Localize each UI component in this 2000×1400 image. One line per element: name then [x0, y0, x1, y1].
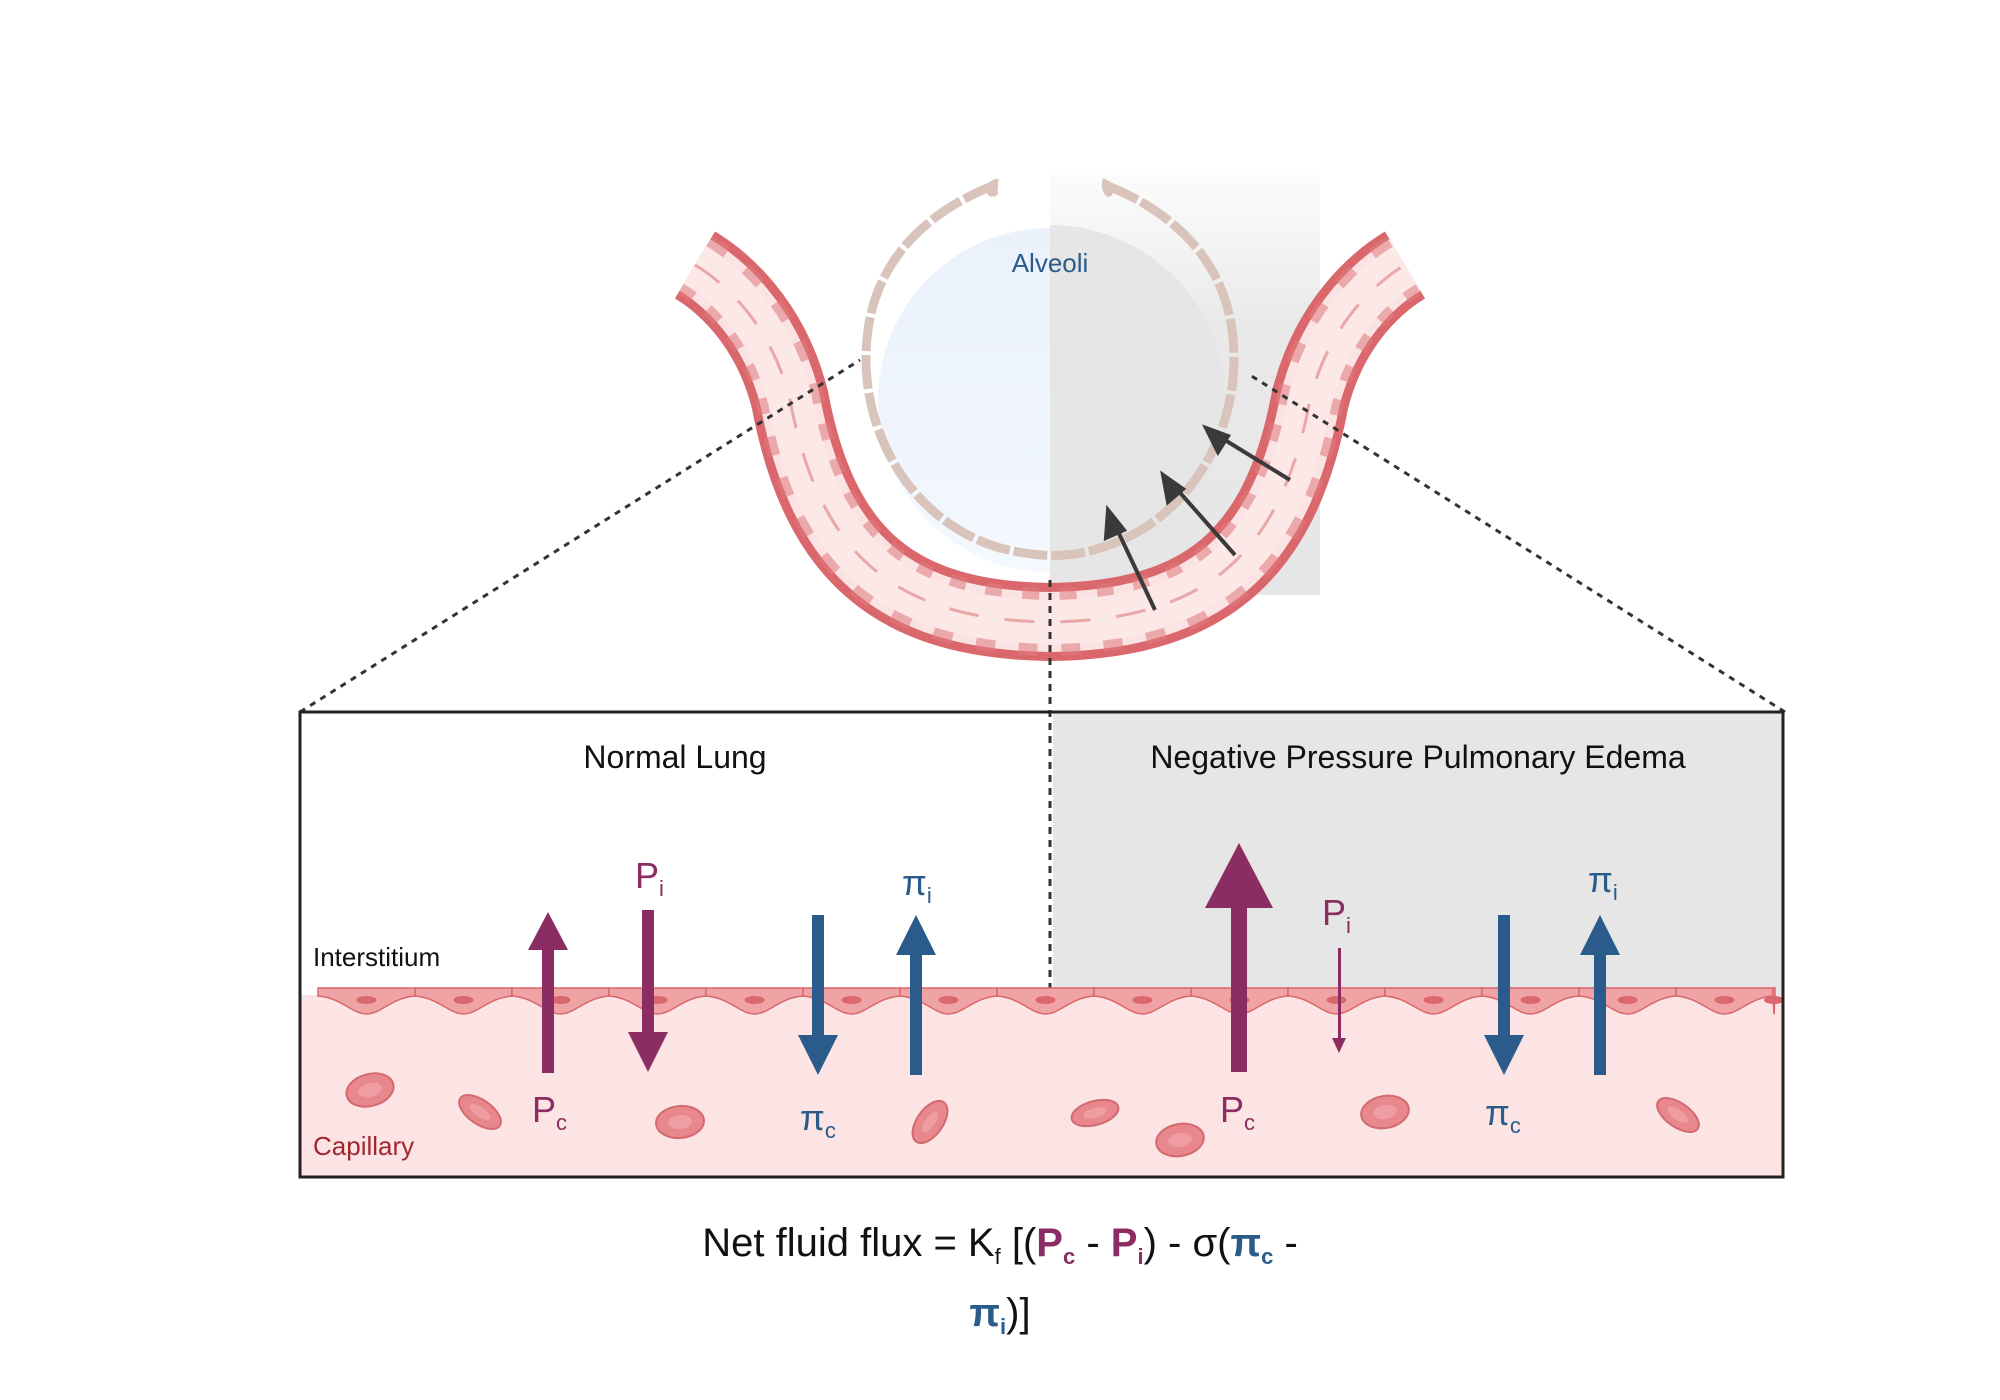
flux-arrow	[1173, 485, 1237, 557]
endothelial-nucleus	[1132, 996, 1153, 1004]
pic-arrow-edema	[1484, 915, 1524, 1075]
formula-pii: π	[969, 1291, 1001, 1335]
endothelial-nucleus	[356, 996, 377, 1004]
formula-open: [(	[1000, 1221, 1037, 1265]
capillary-region	[300, 995, 1783, 1177]
pic-label-edema: πc	[1485, 1092, 1521, 1138]
normal-lung-forces: Pc Pi πc πi	[528, 855, 936, 1143]
pii-arrow-edema	[1580, 915, 1620, 1075]
red-blood-cell	[655, 1104, 705, 1140]
endothelial-nucleus	[1520, 996, 1541, 1004]
endothelial-nucleus	[744, 996, 765, 1004]
red-blood-cell	[345, 1072, 395, 1108]
formula-pi-sub: i	[1137, 1244, 1144, 1269]
formula-lead: Net fluid flux = K	[702, 1221, 995, 1265]
red-blood-cell	[1070, 1098, 1120, 1128]
alveoli-label: Alveoli	[1012, 248, 1089, 278]
pi-arrow-edema	[1332, 948, 1346, 1053]
red-blood-cells	[345, 1072, 1700, 1158]
formula-pi: P	[1110, 1221, 1138, 1265]
endothelial-nucleus	[841, 996, 862, 1004]
pic-label-normal: πc	[800, 1097, 836, 1143]
formula-kf-sub: f	[994, 1244, 1001, 1269]
pii-label-normal: πi	[902, 862, 932, 908]
formula-pc-sub: c	[1062, 1244, 1076, 1269]
alveolar-wall	[861, 180, 1239, 560]
formula-minus1: -	[1075, 1221, 1111, 1265]
formula-pic-sub: c	[1261, 1244, 1274, 1269]
flux-arrow-head	[1201, 424, 1232, 457]
red-blood-cell	[911, 1099, 949, 1145]
pii-label-edema: πi	[1588, 859, 1618, 905]
red-blood-cell	[458, 1094, 502, 1130]
pc-arrow-normal	[528, 912, 568, 1073]
formula-pii-sub: i	[1000, 1314, 1007, 1339]
pc-label-edema: Pc	[1220, 1089, 1255, 1135]
edema-forces: Pc Pi πc πi	[1205, 843, 1620, 1138]
pic-arrow-normal	[798, 915, 838, 1075]
pi-label-edema: Pi	[1322, 892, 1351, 938]
capillary-label: Capillary	[313, 1131, 414, 1161]
flux-arrow-head	[1160, 470, 1187, 506]
formula-pic: π	[1230, 1221, 1262, 1265]
capillary-wall-cells	[694, 263, 1406, 624]
red-blood-cell	[1656, 1097, 1700, 1133]
endothelial-nucleus	[1326, 996, 1347, 1004]
endothelial-nucleus	[550, 996, 571, 1004]
zoom-guide-right	[1249, 373, 1786, 714]
normal-lung-title: Normal Lung	[583, 739, 766, 775]
fluid-flux-arrows	[1103, 424, 1292, 611]
edema-panel-background	[1053, 712, 1783, 995]
flux-arrow-head	[1103, 504, 1128, 542]
endothelial-nucleus	[938, 996, 959, 1004]
endothelial-nucleus	[453, 996, 474, 1004]
formula-minus2: -	[1273, 1221, 1298, 1265]
edema-title: Negative Pressure Pulmonary Edema	[1150, 739, 1686, 775]
pi-label-normal: Pi	[635, 855, 664, 901]
pc-label-normal: Pc	[532, 1089, 567, 1135]
formula-close: )]	[1006, 1291, 1031, 1335]
red-blood-cell	[1360, 1094, 1410, 1130]
formula-pc: P	[1036, 1221, 1063, 1265]
flux-arrow	[1218, 435, 1292, 482]
red-blood-cell	[1155, 1122, 1205, 1158]
zoom-guide-left	[299, 358, 861, 714]
interstitium-label: Interstitium	[313, 942, 440, 972]
pc-arrow-edema	[1205, 843, 1273, 1072]
pii-arrow-normal	[896, 915, 936, 1075]
endothelial-nucleus	[1617, 996, 1638, 1004]
zoom-panel: Normal Lung Negative Pressure Pulmonary …	[298, 710, 1785, 1179]
endothelial-nucleus	[1714, 996, 1735, 1004]
flux-arrow	[1113, 524, 1157, 611]
endothelial-nucleus	[1035, 996, 1056, 1004]
fluid-flux-formula: Net fluid flux = Kf [(Pc - Pi) - σ(πc - …	[700, 1215, 1300, 1355]
endothelial-nucleus	[1764, 996, 1784, 1004]
endothelial-nucleus	[1423, 996, 1444, 1004]
pi-arrow-normal	[628, 910, 668, 1072]
formula-mid: ) - σ(	[1143, 1221, 1231, 1265]
panel-border	[298, 710, 1785, 1179]
